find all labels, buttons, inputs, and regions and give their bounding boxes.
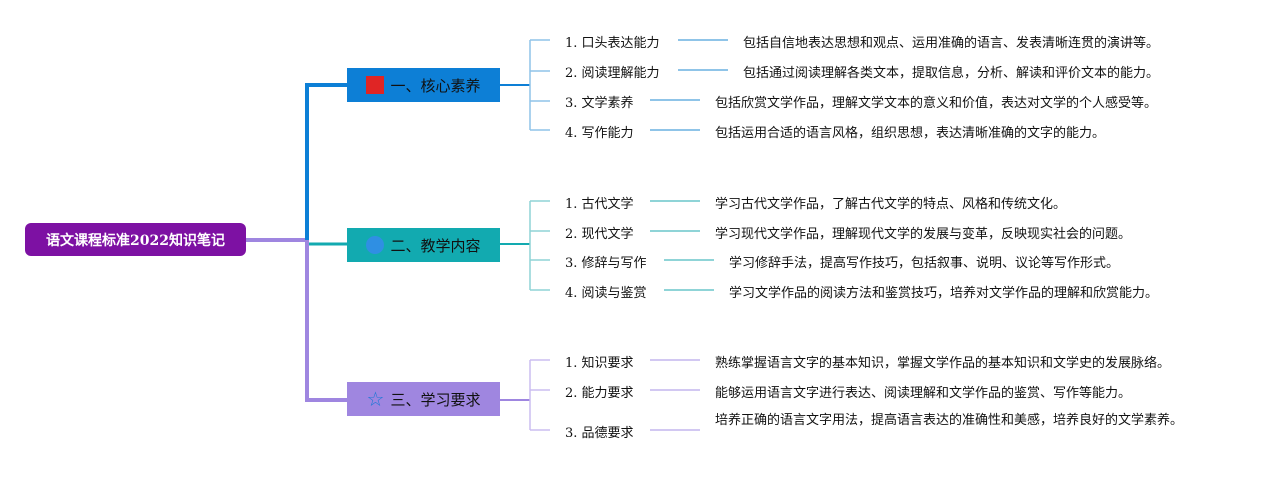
topic-item[interactable]: 4. 写作能力 bbox=[565, 126, 634, 141]
topic-description: 包括欣赏文学作品，理解文学文本的意义和价值，表达对文学的个人感受等。 bbox=[715, 96, 1158, 111]
topic-item[interactable]: 1. 口头表达能力 bbox=[565, 36, 660, 51]
topic-description: 培养正确的语言文字用法，提高语言表达的准确性和美感，培养良好的文学素养。 bbox=[715, 413, 1184, 428]
topic-description: 学习现代文学作品，理解现代文学的发展与变革，反映现实社会的问题。 bbox=[715, 227, 1132, 242]
topic-description: 包括自信地表达思想和观点、运用准确的语言、发表清晰连贯的演讲等。 bbox=[743, 36, 1160, 51]
topic-item[interactable]: 1. 知识要求 bbox=[565, 356, 634, 371]
flag-icon bbox=[366, 76, 385, 94]
topic-description: 包括运用合适的语言风格，组织思想，表达清晰准确的文字的能力。 bbox=[715, 126, 1106, 141]
topic-description: 熟练掌握语言文字的基本知识，掌握文学作品的基本知识和文学史的发展脉络。 bbox=[715, 356, 1171, 371]
branch-core-literacy[interactable]: 一、核心素养 bbox=[347, 68, 500, 102]
topic-item[interactable]: 2. 现代文学 bbox=[565, 227, 634, 242]
branch-label: 三、学习要求 bbox=[390, 390, 481, 409]
branch-label: 二、教学内容 bbox=[390, 236, 481, 255]
topic-item[interactable]: 3. 文学素养 bbox=[565, 96, 634, 111]
circle-icon bbox=[366, 236, 385, 254]
branch-teaching-content[interactable]: 二、教学内容 bbox=[347, 228, 500, 262]
root-node[interactable]: 语文课程标准2022知识笔记 bbox=[25, 223, 246, 256]
topic-item[interactable]: 1. 古代文学 bbox=[565, 197, 634, 212]
topic-item[interactable]: 2. 阅读理解能力 bbox=[565, 66, 660, 81]
topic-item[interactable]: 4. 阅读与鉴赏 bbox=[565, 286, 647, 301]
topic-description: 能够运用语言文字进行表达、阅读理解和文学作品的鉴赏、写作等能力。 bbox=[715, 386, 1132, 401]
topic-item[interactable]: 2. 能力要求 bbox=[565, 386, 634, 401]
topic-description: 学习文学作品的阅读方法和鉴赏技巧，培养对文学作品的理解和欣赏能力。 bbox=[729, 286, 1159, 301]
branch-label: 一、核心素养 bbox=[390, 76, 481, 95]
topic-description: 包括通过阅读理解各类文本，提取信息，分析、解读和评价文本的能力。 bbox=[743, 66, 1160, 81]
topic-item[interactable]: 3. 品德要求 bbox=[565, 426, 634, 441]
star-icon: ☆ bbox=[366, 387, 385, 411]
branch-learning-requirements[interactable]: ☆ 三、学习要求 bbox=[347, 382, 500, 416]
topic-description: 学习修辞手法，提高写作技巧，包括叙事、说明、议论等写作形式。 bbox=[729, 256, 1120, 271]
topic-item[interactable]: 3. 修辞与写作 bbox=[565, 256, 647, 271]
topic-description: 学习古代文学作品，了解古代文学的特点、风格和传统文化。 bbox=[715, 197, 1067, 212]
